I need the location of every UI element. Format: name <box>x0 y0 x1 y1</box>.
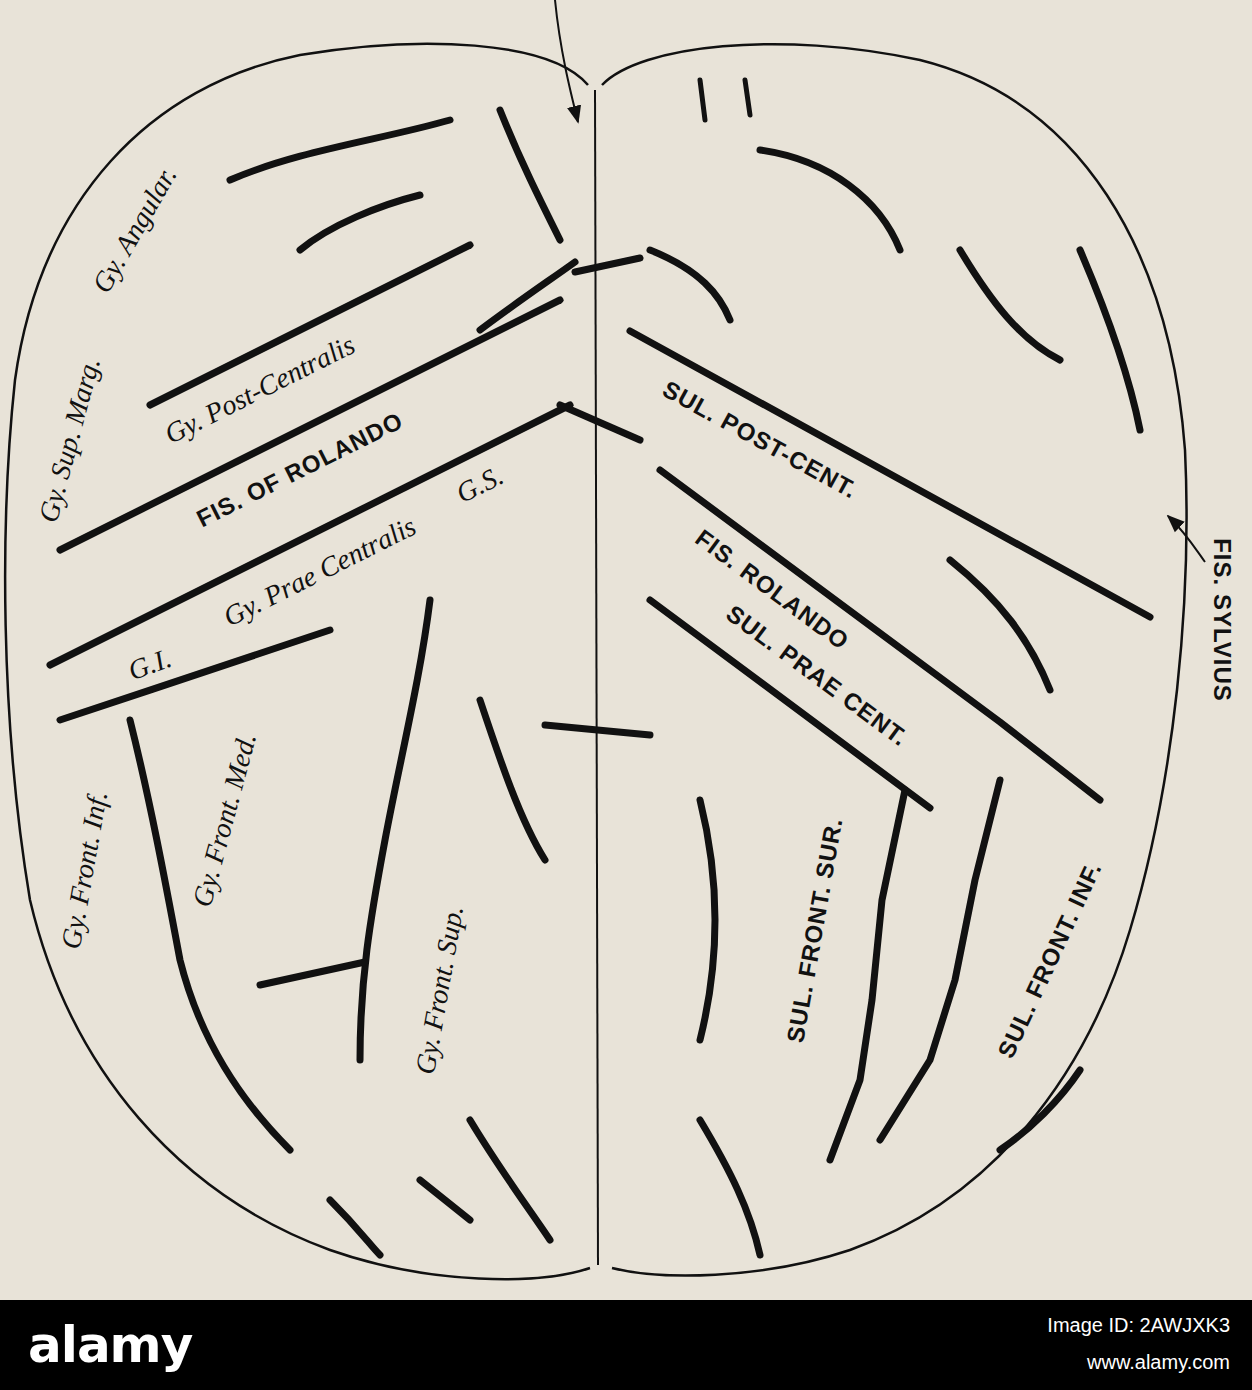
watermark-bar <box>0 1300 1252 1390</box>
sulcus <box>1000 1070 1080 1150</box>
left-hemisphere <box>5 44 590 1279</box>
sulci <box>50 80 1150 1255</box>
sulcus <box>130 720 290 1150</box>
sulcus <box>230 120 450 180</box>
gyrus-label: Gy. Angular. <box>87 162 184 299</box>
sulcus-label: SUL. FRONT. SUR. <box>782 815 848 1044</box>
sulcus <box>700 80 705 120</box>
gyrus-label: G.I. <box>124 643 175 687</box>
gyrus-label: Gy. Sup. Marg. <box>33 354 107 525</box>
sulcus <box>330 1200 380 1255</box>
sulcus-label: SUL. POST-CENT. <box>658 376 861 504</box>
watermark-logo: alamy <box>28 1318 192 1373</box>
sulcus <box>360 600 430 1060</box>
fissure-label: FIS. OF ROLANDO <box>193 407 408 532</box>
sulcus <box>470 1120 550 1240</box>
sulcus <box>960 250 1060 360</box>
gyrus-label: Gy. Front. Med. <box>187 730 263 910</box>
sulcus <box>545 725 650 735</box>
sulcus <box>300 195 420 250</box>
gyrus-label: Gy. Prae Centralis <box>219 511 421 633</box>
sulcus <box>630 331 1150 617</box>
brain-outline <box>5 44 1186 1279</box>
fissure-label: FIS. SYLVIUS <box>1209 538 1235 702</box>
sulcus <box>560 405 640 440</box>
sulcus <box>760 150 900 250</box>
sulcus <box>420 1180 470 1220</box>
sulcus <box>700 1120 760 1255</box>
sulcus <box>880 780 1000 1140</box>
sulcus <box>260 962 365 985</box>
sulcus <box>660 470 1100 800</box>
sulcus <box>745 80 750 115</box>
sulcus <box>650 600 930 808</box>
sulcus <box>500 110 560 240</box>
leader-arrow <box>1168 516 1205 562</box>
sulcus <box>60 630 330 720</box>
watermark-text: Image ID: 2AWJXK3 <box>1047 1314 1230 1336</box>
gyrus-label: G.S. <box>452 460 509 509</box>
sulcus <box>50 405 570 665</box>
sulcus <box>575 258 640 272</box>
sulcus <box>60 300 560 550</box>
right-hemisphere <box>602 44 1187 1275</box>
gyrus-label: Gy. Front. Inf. <box>56 789 114 952</box>
gyrus-label: Gy. Post-Centralis <box>160 330 360 451</box>
sulcus <box>950 560 1050 690</box>
gyrus-label: Gy. Front. Sup. <box>410 903 470 1077</box>
sulcus <box>1080 250 1140 430</box>
sulcus <box>480 262 575 330</box>
watermark-text: www.alamy.com <box>1087 1351 1230 1373</box>
sulcus <box>650 250 730 320</box>
sulcus <box>700 800 715 1040</box>
leader-lines <box>555 0 1205 562</box>
leader-arrow <box>555 0 578 122</box>
sulcus-label: SUL. FRONT. INF. <box>993 858 1107 1063</box>
sulcus <box>480 700 545 860</box>
